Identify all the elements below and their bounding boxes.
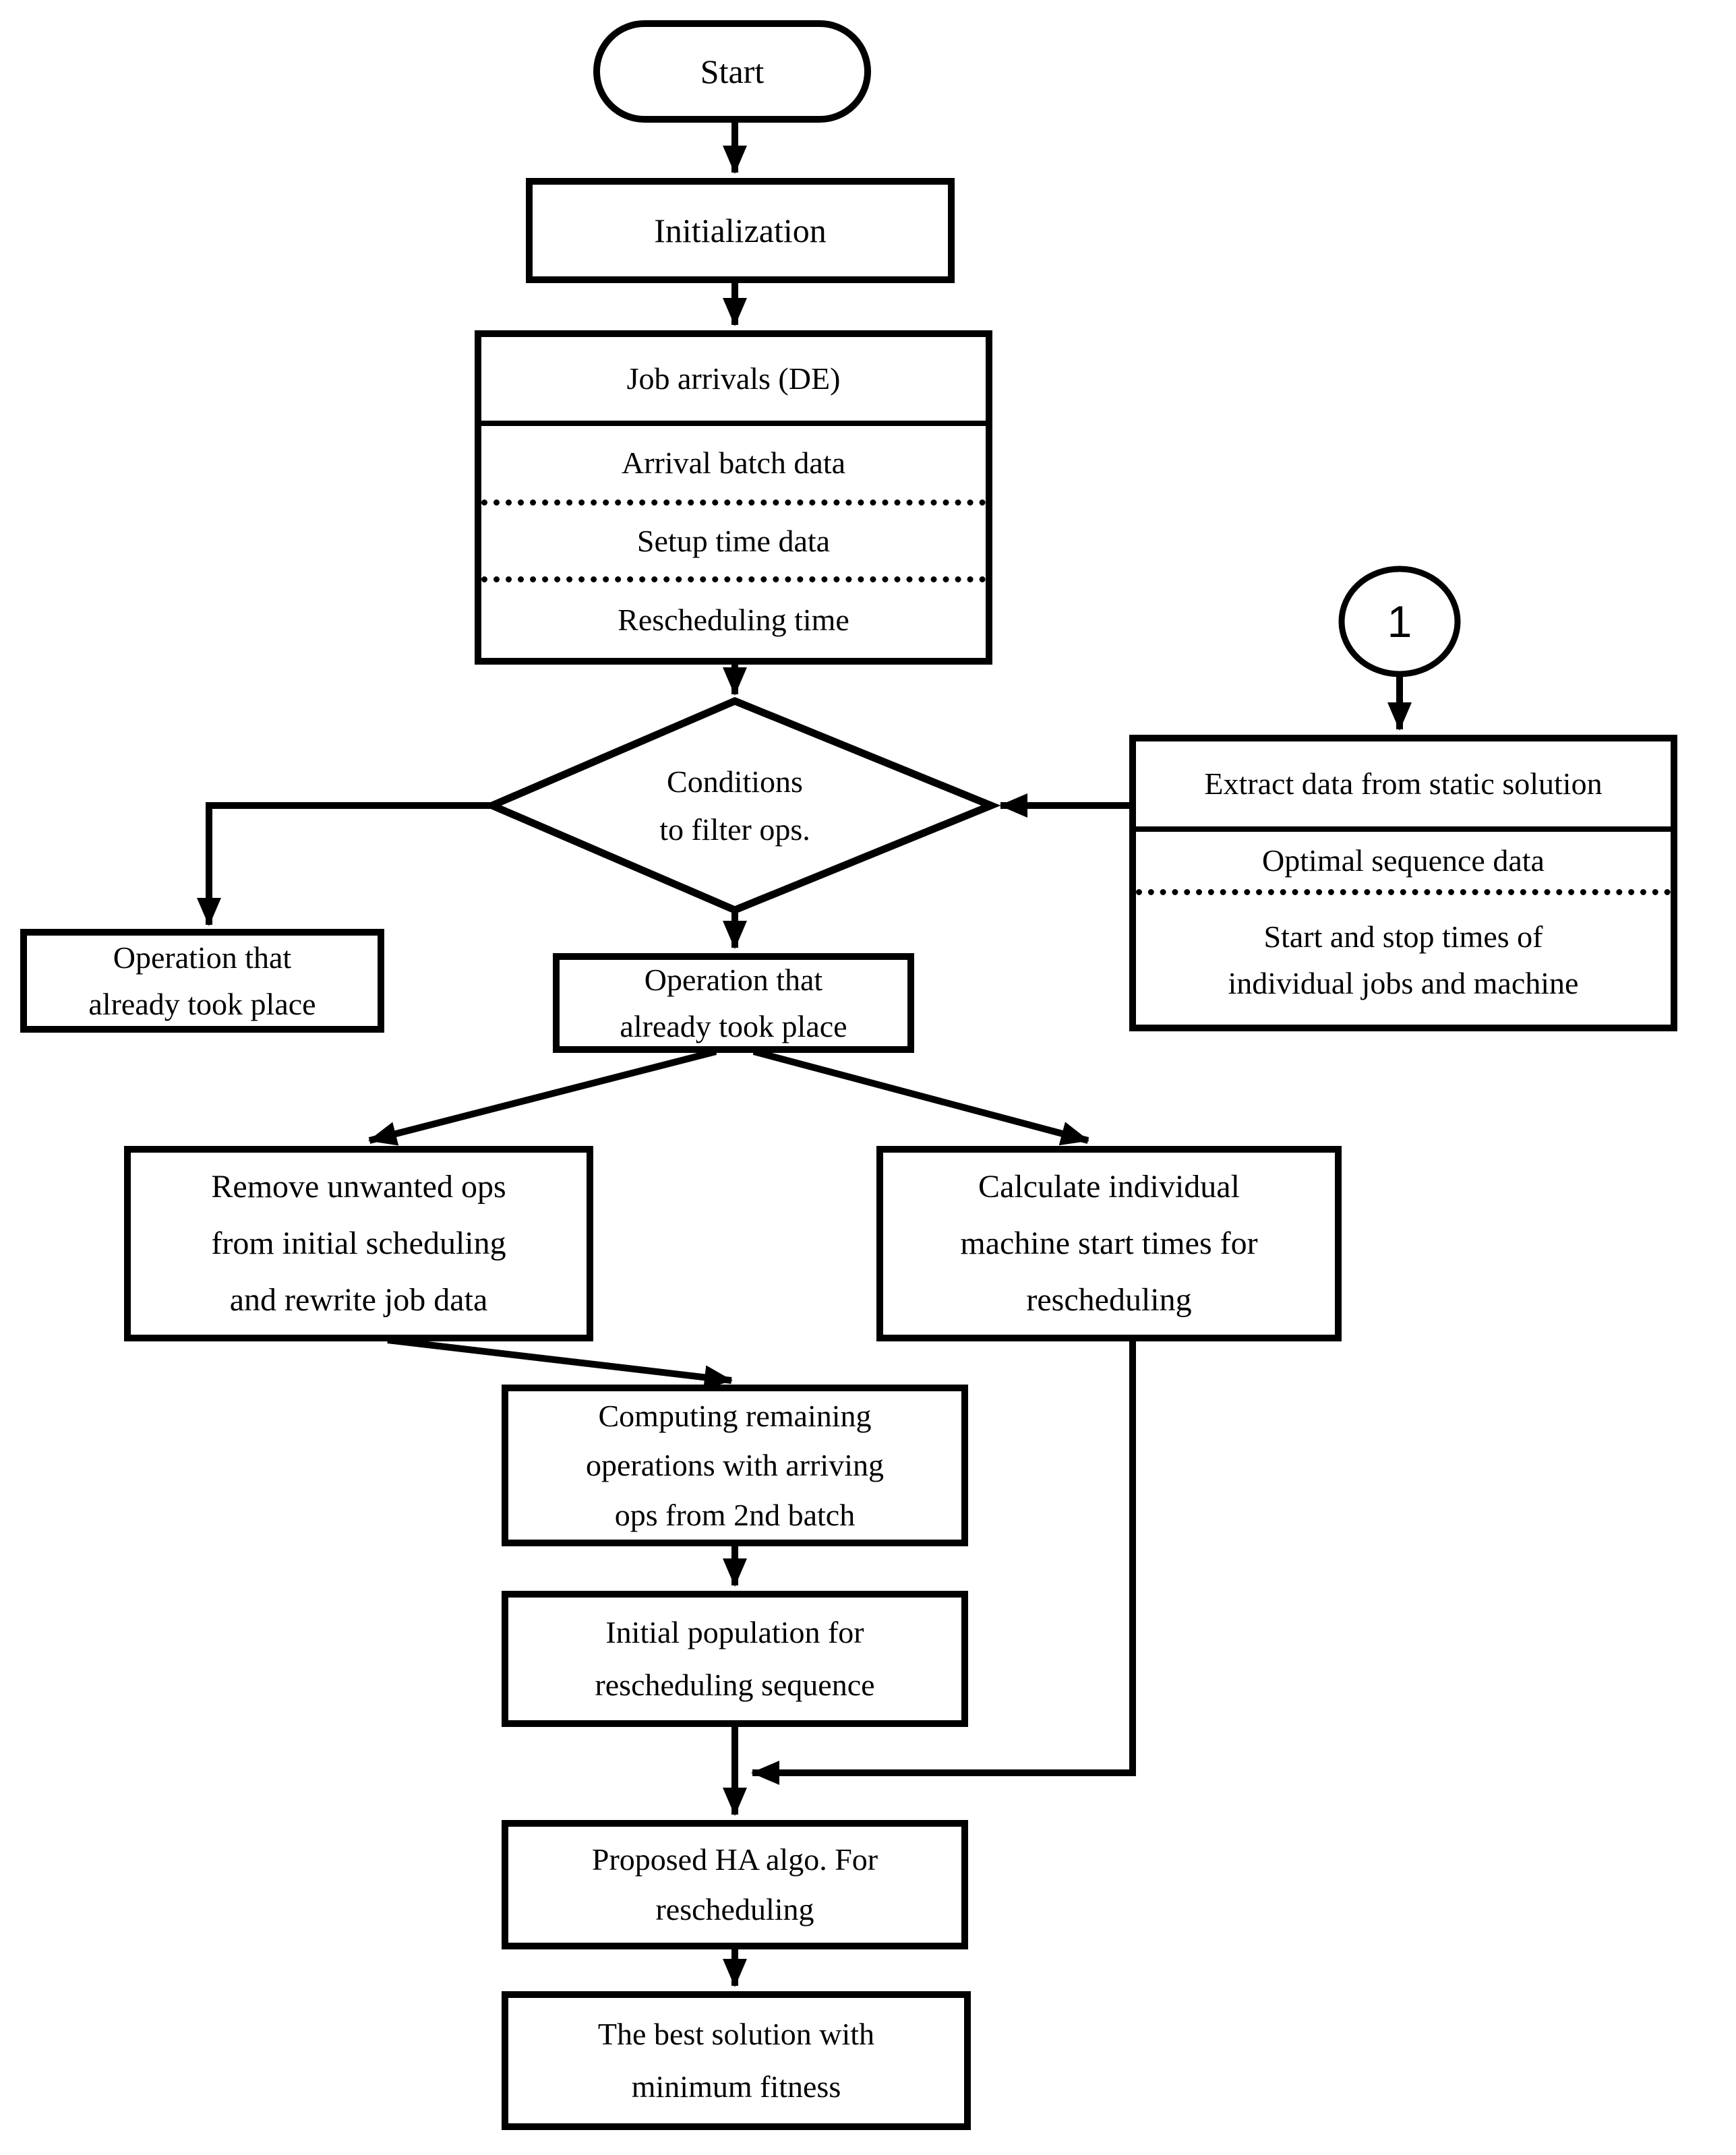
extract-static-title: Extract data from static solution [1136,741,1671,832]
operation-took-place-left-label: Operation that already took place [88,940,316,1021]
start-label: Start [700,53,765,90]
flow-node-remove-unwanted: Remove unwanted ops from initial schedul… [124,1146,593,1341]
job-arrivals-row-arrival-batch: Arrival batch data [481,426,986,506]
flow-node-proposed-ha: Proposed HA algo. For rescheduling [502,1820,968,1949]
decision-conditions-label: Conditions to filter ops. [659,764,810,847]
calculate-machine-starts-label: Calculate individual machine start times… [960,1169,1258,1318]
initial-population-label: Initial population for rescheduling sequ… [595,1614,875,1702]
extract-row-optimal-sequence: Optimal sequence data [1136,832,1671,895]
flow-node-operation-took-place-center: Operation that already took place [553,953,914,1053]
offpage-connector-1-label: 1 [1387,596,1412,646]
flow-node-start: Start [593,20,871,123]
computing-remaining-label: Computing remaining operations with arri… [585,1398,884,1532]
extract-row-start-stop-times: Start and stop times of individual jobs … [1228,919,1579,1000]
flow-node-operation-took-place-left: Operation that already took place [20,929,384,1033]
remove-unwanted-label: Remove unwanted ops from initial schedul… [211,1169,506,1318]
job-arrivals-row-rescheduling-time: Rescheduling time [618,603,849,638]
flow-node-computing-remaining: Computing remaining operations with arri… [502,1385,968,1546]
flow-node-best-solution: The best solution with minimum fitness [502,1991,971,2130]
flow-node-initialization: Initialization [526,178,955,283]
flow-node-initial-population: Initial population for rescheduling sequ… [502,1591,968,1727]
job-arrivals-row-setup-time: Setup time data [481,506,986,582]
flow-node-calculate-machine-starts: Calculate individual machine start times… [876,1146,1342,1341]
initialization-label: Initialization [654,212,827,249]
operation-took-place-center-label: Operation that already took place [620,963,847,1043]
best-solution-label: The best solution with minimum fitness [597,2016,875,2104]
proposed-ha-label: Proposed HA algo. For rescheduling [591,1842,878,1926]
flow-node-extract-static: Extract data from static solution Optima… [1129,735,1677,1031]
job-arrivals-title: Job arrivals (DE) [481,337,986,426]
flow-node-job-arrivals: Job arrivals (DE) Arrival batch data Set… [475,330,992,665]
